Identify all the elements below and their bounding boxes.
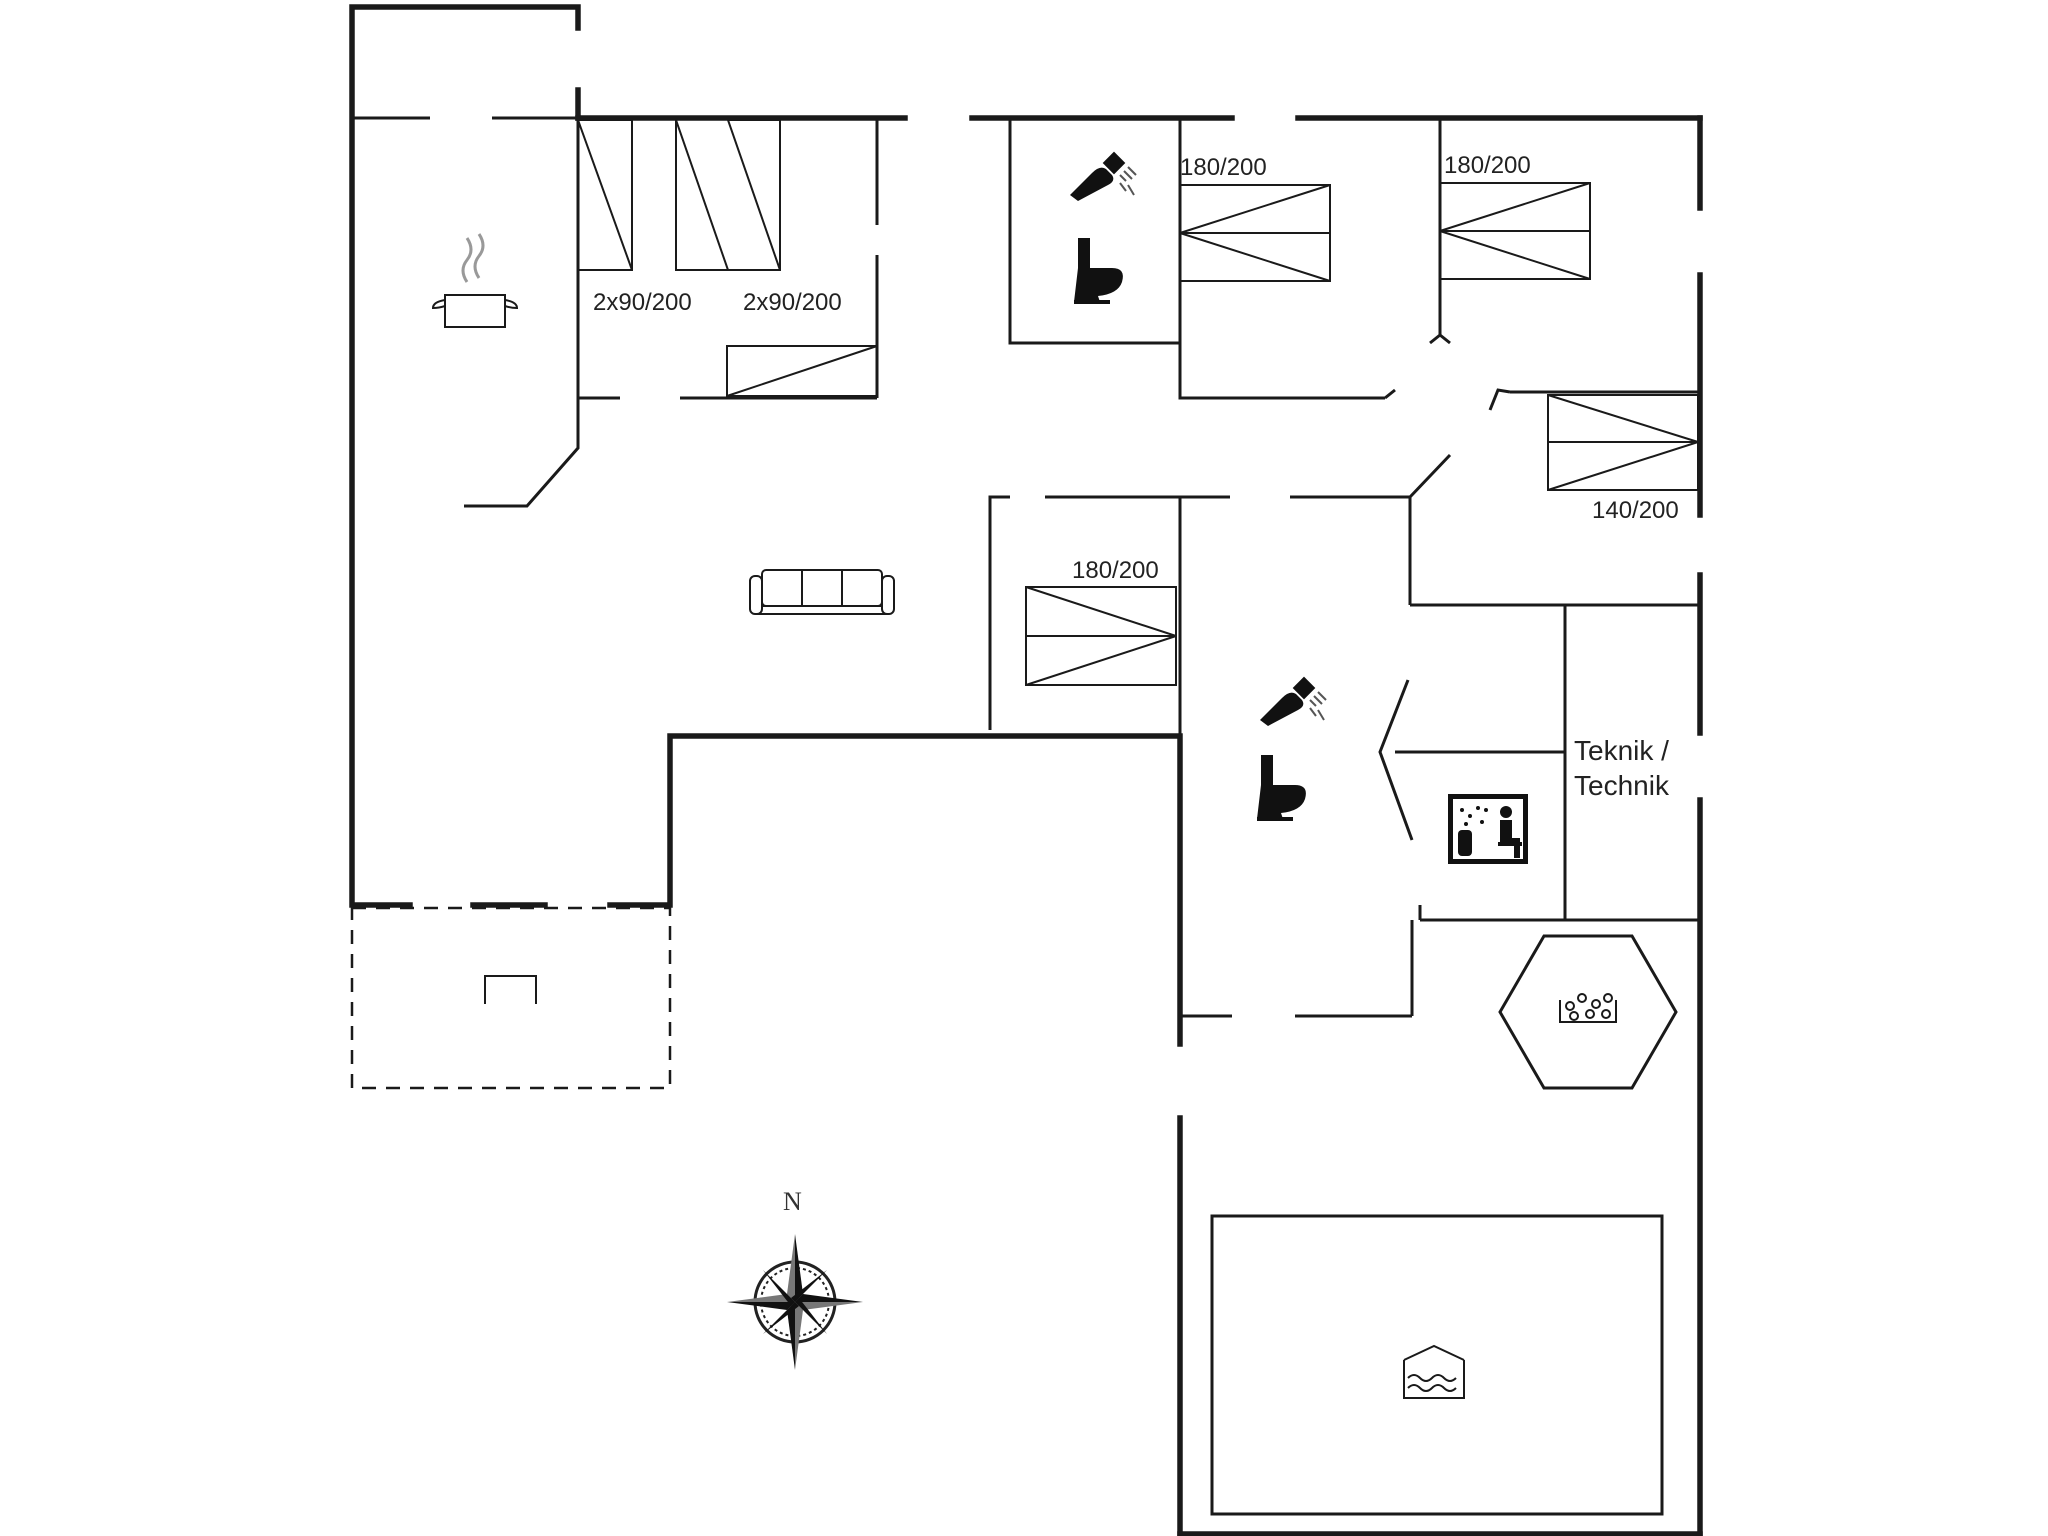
bed-bedroom-2: [726, 345, 878, 397]
technical-room-label-line1: Teknik /: [1574, 735, 1669, 766]
beds: [726, 182, 1699, 686]
compass-rose-icon: [727, 1234, 863, 1370]
bed-bedroom-6: [1025, 586, 1177, 686]
bed-bedroom-5: [1547, 394, 1699, 491]
sauna-icon: [1448, 794, 1528, 864]
compass-north-label: N: [783, 1187, 802, 1216]
toilet-icon: [1074, 238, 1123, 304]
cooking-pot-icon: [431, 233, 519, 328]
bedroom-5-label: 140/200: [1592, 497, 1679, 524]
bedroom-4-label: 180/200: [1444, 152, 1531, 179]
shower-icon: [1070, 151, 1137, 201]
bedroom-3-label: 180/200: [1180, 154, 1267, 181]
bedroom-1-label: 2x90/200: [593, 289, 692, 316]
toilet-icon: [1257, 755, 1306, 821]
grill-icon: [484, 975, 537, 1004]
sofa-icon: [749, 569, 895, 615]
interior-walls: [352, 116, 1700, 1018]
covered-terrace: [350, 906, 672, 1090]
bed-bedroom-4: [1439, 182, 1591, 280]
exterior-walls: [349, 4, 1703, 1536]
shower-icon: [1260, 676, 1327, 726]
technical-room-label-line2: Technik: [1574, 770, 1670, 801]
whirlpool-icon: [1498, 934, 1678, 1090]
bedroom-2-label: 2x90/200: [743, 289, 842, 316]
room-labels: 2x90/200 2x90/200 180/200 180/200 140/20…: [593, 152, 1679, 801]
pool-icon: [1210, 1214, 1664, 1516]
bedroom-6-label: 180/200: [1072, 557, 1159, 584]
bed-bedroom-3: [1179, 184, 1331, 282]
